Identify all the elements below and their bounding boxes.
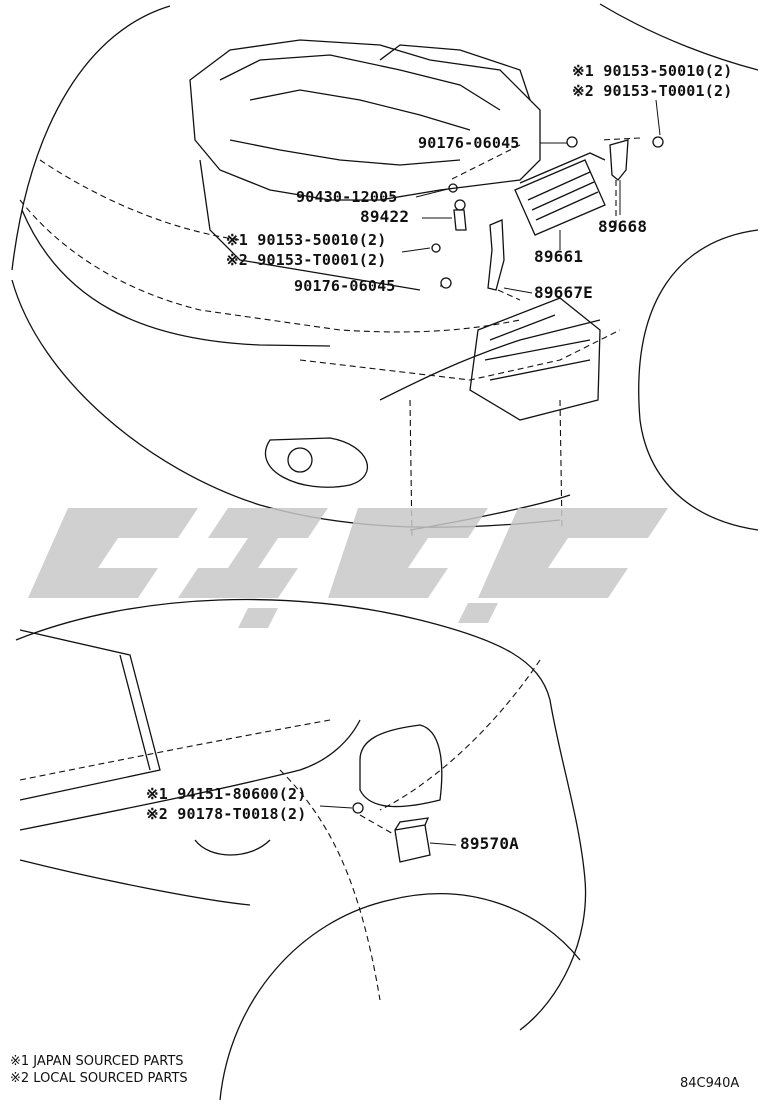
footnote-local-sourced: ※2 LOCAL SOURCED PARTS bbox=[10, 1071, 188, 1086]
label-90176-06045-top: 90176-06045 bbox=[418, 134, 520, 152]
engine-detail-2 bbox=[229, 139, 461, 166]
bracket-89668 bbox=[609, 139, 629, 181]
rear-wheel-arch bbox=[219, 893, 581, 1101]
rear-window bbox=[19, 629, 161, 801]
ecu-89661-top bbox=[519, 152, 606, 184]
label-90430-12005: 90430-12005 bbox=[296, 188, 398, 206]
grille-outline bbox=[21, 209, 331, 347]
body-dashed-1 bbox=[19, 199, 521, 333]
leader-dashed-1 bbox=[599, 137, 641, 141]
label-89667e: 89667E bbox=[534, 283, 593, 302]
rear-window-frame bbox=[119, 654, 151, 771]
body-dashed-4 bbox=[409, 399, 413, 541]
sensor-89422-head bbox=[454, 199, 466, 211]
label-94151-80600: ※1 94151-80600(2) bbox=[146, 785, 307, 803]
leader-90430 bbox=[415, 188, 449, 198]
fender-outline bbox=[599, 3, 759, 71]
label-90153-50010-top: ※1 90153-50010(2) bbox=[572, 62, 733, 80]
ecu-mount-frame bbox=[469, 297, 601, 421]
engine-block bbox=[189, 39, 541, 201]
label-89422: 89422 bbox=[360, 207, 410, 226]
body-dashed-5 bbox=[559, 399, 563, 531]
label-90153-50010-mid: ※1 90153-50010(2) bbox=[226, 231, 387, 249]
ecu-mount-detail bbox=[484, 314, 591, 381]
leader-89667e bbox=[503, 287, 533, 294]
front-wheel-arch bbox=[638, 229, 759, 531]
rear-sill bbox=[19, 859, 251, 906]
label-89668: 89668 bbox=[598, 217, 648, 236]
nut-top bbox=[566, 136, 578, 148]
gasket-90430 bbox=[448, 183, 458, 193]
label-90176-06045-mid: 90176-06045 bbox=[294, 277, 396, 295]
rear-quarter bbox=[15, 598, 587, 1031]
intake bbox=[379, 44, 531, 101]
rear-dashed-1 bbox=[379, 659, 541, 811]
fog-lamp-housing bbox=[264, 437, 368, 488]
sensor-89422 bbox=[453, 209, 467, 231]
module-89570a-top bbox=[394, 817, 430, 831]
leader-90153-mid bbox=[401, 247, 431, 253]
leader-dashed-3 bbox=[359, 814, 396, 836]
label-90153-t0001-mid: ※2 90153-T0001(2) bbox=[226, 251, 387, 269]
hood-outline bbox=[11, 5, 171, 271]
label-90153-t0001-top: ※2 90153-T0001(2) bbox=[572, 82, 733, 100]
bumper-outline bbox=[11, 279, 561, 528]
footnote-japan-sourced: ※1 JAPAN SOURCED PARTS bbox=[10, 1054, 184, 1069]
bolt-top bbox=[652, 136, 664, 148]
rear-dashed-3 bbox=[279, 769, 381, 1001]
engine-front bbox=[199, 159, 421, 291]
engine-detail bbox=[249, 89, 471, 131]
fuel-door bbox=[359, 724, 443, 808]
diagram-code: 84C940A bbox=[680, 1076, 740, 1091]
module-89570a bbox=[394, 824, 431, 863]
engine-bay-edge bbox=[379, 319, 601, 401]
body-dashed-3 bbox=[299, 329, 621, 381]
bracket-89667e bbox=[487, 219, 505, 291]
engine-cover bbox=[219, 54, 501, 111]
rear-door-line bbox=[19, 719, 361, 831]
leader-dashed-2 bbox=[449, 144, 521, 181]
leader-89570a bbox=[429, 842, 457, 846]
nut-mid bbox=[440, 277, 452, 289]
bolt-mid bbox=[431, 243, 441, 253]
leader-90153-top bbox=[655, 99, 661, 136]
label-89570a: 89570A bbox=[460, 834, 519, 853]
fog-lamp bbox=[287, 447, 313, 473]
body-dashed-2 bbox=[39, 159, 241, 241]
ecu-89661-body bbox=[514, 159, 606, 236]
door-handle bbox=[194, 839, 271, 856]
leader-dashed-5 bbox=[497, 289, 521, 301]
bumper-lower bbox=[409, 494, 571, 531]
label-90178-t0018: ※2 90178-T0018(2) bbox=[146, 805, 307, 823]
ecu-fins bbox=[527, 171, 599, 221]
clip-94151 bbox=[352, 802, 364, 814]
rear-dashed-2 bbox=[19, 719, 331, 781]
label-89661: 89661 bbox=[534, 247, 584, 266]
leader-94151 bbox=[319, 805, 353, 809]
